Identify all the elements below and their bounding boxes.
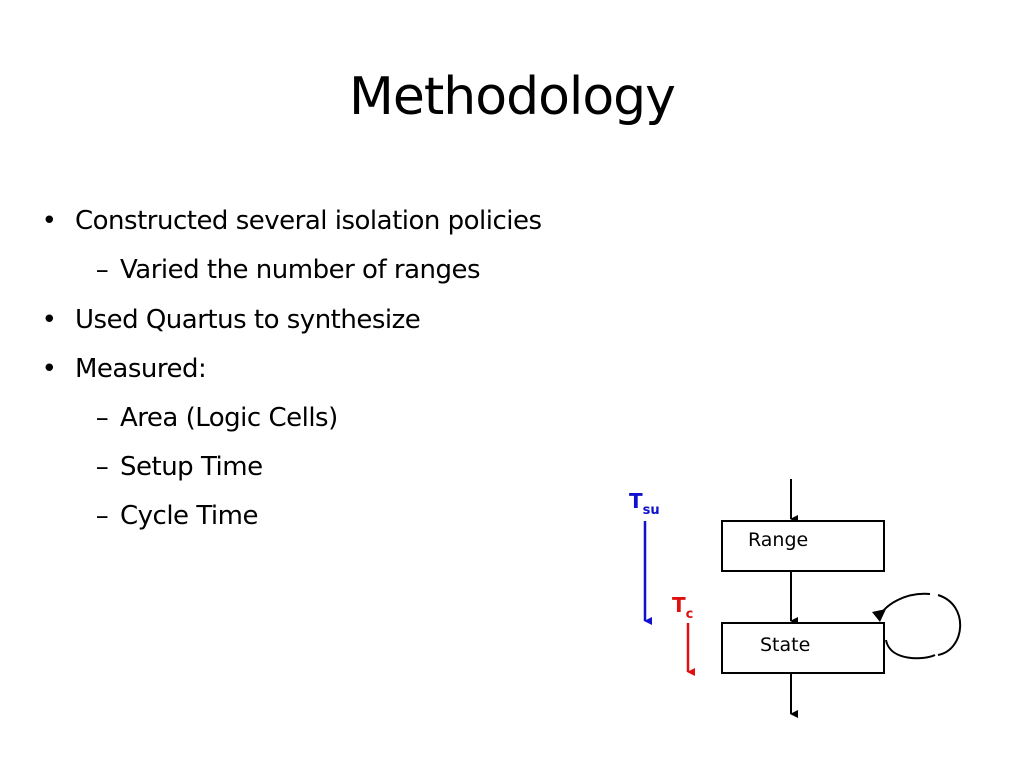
bullet-text: Varied the number of ranges	[120, 255, 481, 285]
slide-title: Methodology	[349, 67, 676, 127]
tc-label: Tc	[672, 593, 693, 622]
bullet-item: • Measured:	[42, 352, 207, 386]
bullet-text: Cycle Time	[120, 501, 258, 531]
sub-bullet-item: – Area (Logic Cells)	[96, 401, 339, 435]
sub-bullet-item: – Varied the number of ranges	[96, 253, 481, 287]
bullet-marker: •	[41, 354, 57, 384]
bullet-marker: •	[41, 305, 57, 335]
dash-marker: –	[95, 452, 109, 482]
bullet-text: Used Quartus to synthesize	[75, 305, 421, 335]
sub-bullet-item: – Setup Time	[96, 450, 263, 484]
feedback-arrowhead	[872, 609, 886, 622]
state-box	[721, 622, 885, 674]
range-label: Range	[748, 529, 808, 551]
bullet-marker: •	[41, 206, 57, 236]
bullet-text: Area (Logic Cells)	[120, 403, 338, 433]
dash-marker: –	[95, 255, 109, 285]
bullet-text: Constructed several isolation policies	[75, 206, 542, 236]
bullet-item: • Used Quartus to synthesize	[42, 303, 421, 337]
bullet-text: Setup Time	[120, 452, 263, 482]
sub-bullet-item: – Cycle Time	[96, 499, 259, 533]
dash-marker: –	[95, 501, 109, 531]
dash-marker: –	[95, 403, 109, 433]
feedback-loop-bottom	[885, 639, 936, 660]
bullet-item: • Constructed several isolation policies	[42, 204, 542, 238]
tsu-label: Tsu	[629, 489, 660, 518]
feedback-loop-top	[879, 592, 931, 617]
state-label: State	[760, 634, 810, 656]
bullet-text: Measured:	[75, 354, 207, 384]
range-box	[721, 520, 885, 572]
feedback-loop-right	[937, 594, 962, 656]
